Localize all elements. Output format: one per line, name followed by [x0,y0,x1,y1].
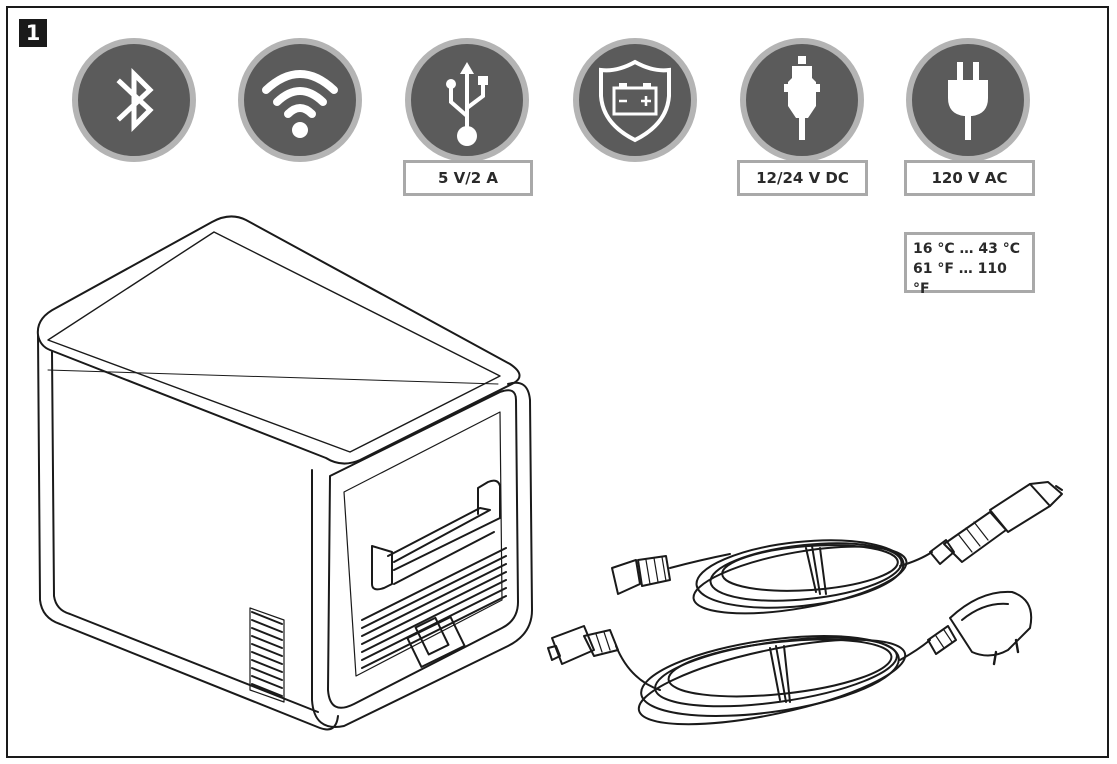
ac-cable-drawing [547,590,1033,726]
dc-spec-label: 12/24 V DC [737,160,868,196]
wifi-icon [238,38,362,162]
usb-spec-label: 5 V/2 A [403,160,533,196]
car-plug-icon [740,38,864,162]
temperature-fahrenheit: 61 °F … 110 °F [913,261,1007,297]
figure-number: 1 [19,19,47,47]
battery-shield-icon [573,38,697,162]
bluetooth-icon [72,38,196,162]
temperature-celsius: 16 °C … 43 °C [913,241,1021,257]
ac-spec-label: 120 V AC [904,160,1035,196]
cooler-box-drawing [36,215,533,731]
ac-plug-icon [906,38,1030,162]
temperature-range-box: 16 °C … 43 °C 61 °F … 110 °F [904,232,1035,297]
usb-icon [405,38,529,162]
dc-cable-drawing [611,481,1063,615]
